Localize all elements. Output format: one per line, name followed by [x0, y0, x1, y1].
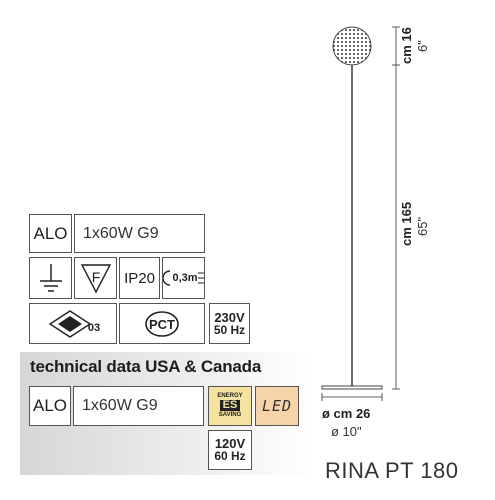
usa-voltage: 120V [214, 436, 246, 451]
usa-voltage-box: 120V 60 Hz [208, 430, 252, 470]
usa-alo-label: ALO [32, 396, 68, 415]
ip-rating: IP20 [124, 269, 155, 287]
lamp-distance-icon [163, 270, 171, 286]
svg-text:PCT: PCT [149, 317, 175, 332]
usa-canada-title: technical data USA & Canada [30, 357, 262, 376]
pct-certification-icon: PCT [145, 310, 179, 337]
svg-text:F: F [91, 269, 100, 285]
frequency: 50 Hz [213, 322, 246, 337]
ce-mark-box: 03 [29, 303, 117, 344]
ground-icon [39, 264, 62, 292]
ground-symbol-box [29, 257, 72, 299]
ip-rating-box: IP20 [119, 257, 160, 299]
lamp-base [321, 385, 383, 390]
product-name: RINA PT 180 [325, 458, 459, 483]
bulb-spec-box: 1x60W G9 [74, 214, 205, 253]
led-label: LED [261, 397, 293, 415]
dim-base-cm: ø cm 26 [322, 406, 371, 421]
usa-bulb-spec: 1x60W G9 [82, 397, 158, 414]
ce-diamond-icon [48, 309, 92, 338]
bulb-spec: 1x60W G9 [83, 224, 159, 242]
distance-value: 0,3m [172, 272, 198, 284]
usa-alo-box: ALO [29, 386, 71, 426]
energy-saving-box: ENERGY ES SAVING [208, 386, 252, 426]
dim-head-in: 6" [415, 40, 430, 52]
f-mark-icon: F [80, 264, 111, 294]
dim-height-cm: cm 165 [399, 201, 414, 246]
pct-mark-box: PCT [119, 303, 205, 344]
energy-mid: ES [219, 400, 241, 411]
voltage-box: 230V 50 Hz [209, 303, 250, 344]
led-box: LED [255, 386, 299, 426]
energy-bottom: SAVING [218, 412, 242, 418]
dim-head-cm: cm 16 [399, 27, 414, 64]
energy-top: ENERGY [217, 393, 243, 399]
distance-box: 0,3m [162, 257, 205, 299]
dim-height-in: 65" [415, 216, 430, 236]
ce-code: 03 [87, 321, 101, 334]
alo-box: ALO [29, 214, 72, 253]
f-mark-box: F [74, 257, 117, 299]
alo-label: ALO [33, 223, 68, 243]
lamp-shade [332, 26, 372, 66]
voltage: 230V [214, 309, 245, 325]
usa-bulb-box: 1x60W G9 [73, 386, 204, 426]
dim-base-in: ø 10" [331, 424, 362, 439]
arrows-icon [197, 272, 204, 284]
usa-frequency: 60 Hz [214, 449, 246, 463]
